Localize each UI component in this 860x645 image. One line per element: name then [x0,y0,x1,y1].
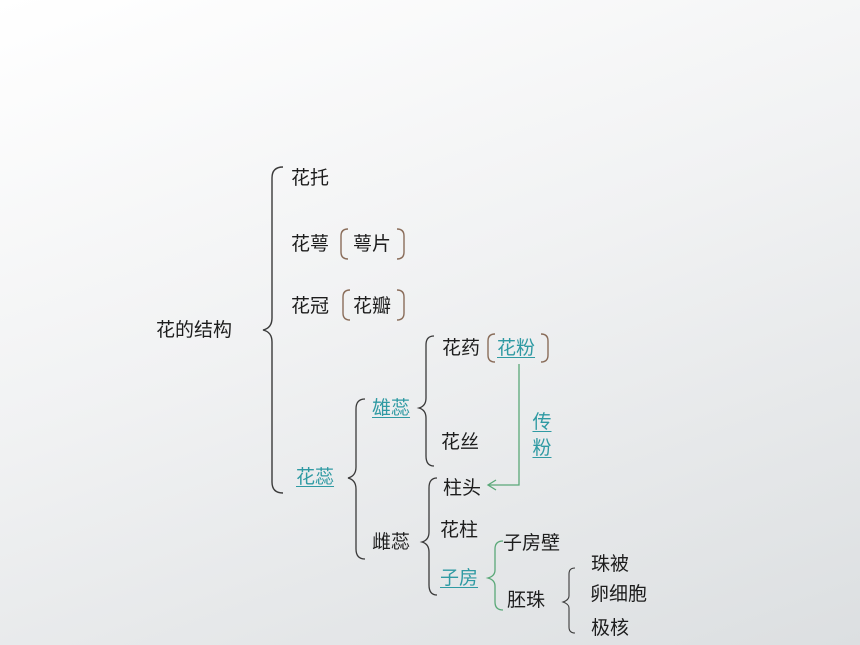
node-cirui: 雌蕊 [372,531,411,553]
eapian-bracket [340,228,349,260]
node-huazhu: 花柱 [440,519,479,541]
zifang-brace [485,540,504,611]
node-zhubei: 珠被 [591,553,630,575]
node-zifangbi: 子房壁 [503,532,561,554]
node-xiongrui[interactable]: 雄蕊 [372,397,411,419]
node-zhutou: 柱头 [443,477,482,499]
node-huarui[interactable]: 花蕊 [296,466,335,488]
node-huatuo: 花托 [291,167,330,189]
xiongrui-brace [416,335,435,467]
node-huaban: 花瓣 [353,295,392,317]
node-chuanfen[interactable]: 传粉 [532,411,552,459]
node-huae: 花萼 [291,233,330,255]
node-eapian: 萼片 [353,233,392,255]
huaban-bracket [342,289,351,321]
node-huaguan: 花冠 [291,295,330,317]
node-luanxibao: 卵细胞 [590,583,648,605]
cirui-brace [419,477,438,596]
node-huayao: 花药 [442,337,481,359]
huarui-brace [347,398,366,560]
root-label: 花的结构 [156,319,233,341]
node-peizhu: 胚珠 [507,589,546,611]
huafen-bracket [487,333,496,363]
peizhu-brace [561,567,576,634]
node-zifang[interactable]: 子房 [440,567,479,589]
main-brace [262,166,284,494]
node-huasi: 花丝 [441,431,480,453]
node-jihe: 极核 [591,617,630,639]
pollination-arrow [489,364,520,486]
node-huafen[interactable]: 花粉 [497,337,536,359]
